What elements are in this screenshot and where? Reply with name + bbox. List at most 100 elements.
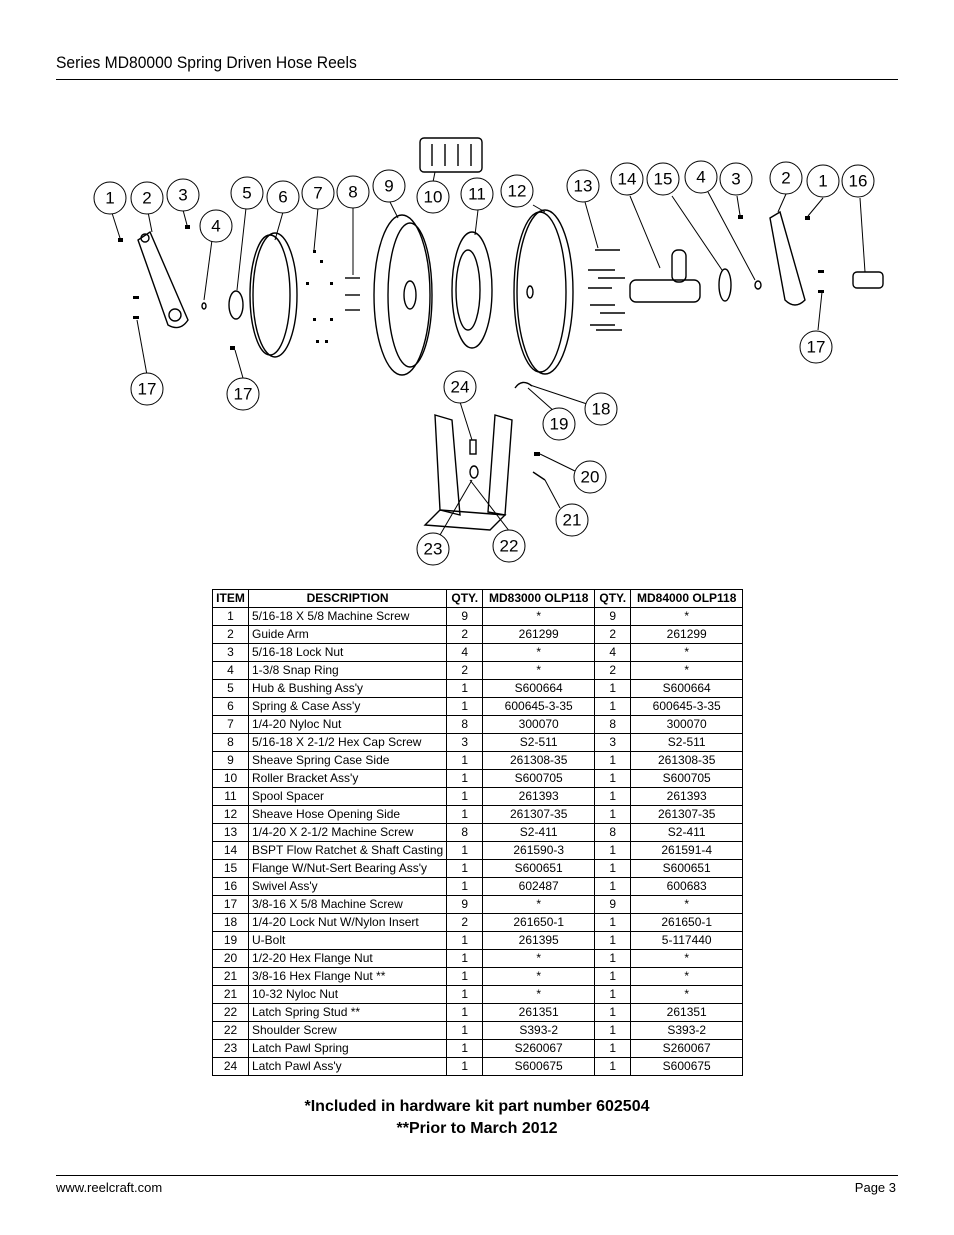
item-cell: 12 [212, 805, 249, 824]
qty-md83000-cell: 1 [446, 859, 484, 878]
part-md83000-cell: 300070 [482, 715, 596, 734]
part-md84000-cell: * [630, 661, 744, 680]
part-md84000-cell: 261591-4 [630, 841, 744, 860]
prior-date-note: **Prior to March 2012 [396, 1120, 558, 1137]
part-md83000-cell: 261393 [482, 787, 596, 806]
qty-md83000-cell: 1 [446, 1021, 484, 1040]
part-md84000-cell: S2-511 [630, 733, 744, 752]
part-md83000-cell: S600705 [482, 769, 596, 788]
parts-list-table: ITEM DESCRIPTION QTY. MD83000 OLP118 QTY… [212, 589, 744, 1076]
qty-md83000-cell: 1 [446, 679, 484, 698]
callout-item-21: 21 [555, 503, 589, 537]
description-cell: Swivel Ass'y [247, 877, 448, 896]
item-cell: 9 [212, 751, 249, 770]
part-md84000-cell: * [630, 895, 744, 914]
part-md83000-cell: 261650-1 [482, 913, 596, 932]
description-cell: Hub & Bushing Ass'y [247, 679, 448, 698]
description-cell: Latch Pawl Spring [247, 1039, 448, 1058]
part-md84000-cell: * [630, 643, 744, 662]
part-md84000-cell: S600705 [630, 769, 744, 788]
qty-md84000-cell: 2 [594, 625, 632, 644]
part-md83000-cell: 261308-35 [482, 751, 596, 770]
qty-md84000-cell: 8 [594, 823, 632, 842]
item-cell: 18 [212, 913, 249, 932]
part-md83000-cell: 261299 [482, 625, 596, 644]
qty-md84000-cell: 1 [594, 1021, 632, 1040]
callout-item-11: 11 [460, 177, 494, 211]
qty-md84000-cell: 1 [594, 805, 632, 824]
part-md84000-cell: 300070 [630, 715, 744, 734]
qty-md83000-cell: 8 [446, 823, 484, 842]
svg-text:22: 22 [500, 537, 519, 556]
part-md83000-cell: * [482, 643, 596, 662]
table-header-row: ITEM DESCRIPTION QTY. MD83000 OLP118 QTY… [212, 589, 744, 608]
description-cell: U-Bolt [247, 931, 448, 950]
callout-item-3b: 3 [719, 162, 753, 196]
qty-md84000-cell: 1 [594, 841, 632, 860]
qty-md84000-cell: 3 [594, 733, 632, 752]
svg-text:10: 10 [424, 188, 443, 207]
description-cell: Latch Pawl Ass'y [247, 1057, 448, 1076]
svg-text:1: 1 [818, 172, 827, 191]
page-title: Series MD80000 Spring Driven Hose Reels [56, 53, 357, 72]
callout-item-9: 9 [372, 169, 406, 203]
description-cell: 1/4-20 X 2-1/2 Machine Screw [247, 823, 448, 842]
description-cell: 5/16-18 X 5/8 Machine Screw [247, 607, 448, 626]
qty-md84000-cell: 1 [594, 877, 632, 896]
part-md83000-cell: * [482, 985, 596, 1004]
qty-md83000-cell: 1 [446, 877, 484, 896]
description-cell: Flange W/Nut-Sert Bearing Ass'y [247, 859, 448, 878]
part-md84000-cell: * [630, 949, 744, 968]
part-md83000-cell: * [482, 949, 596, 968]
callout-item-5: 5 [230, 176, 264, 210]
svg-text:23: 23 [424, 540, 443, 559]
callout-item-17c: 17 [799, 330, 833, 364]
part-md84000-cell: S260067 [630, 1039, 744, 1058]
svg-text:11: 11 [468, 185, 486, 204]
description-cell: 3/8-16 X 5/8 Machine Screw [247, 895, 448, 914]
part-md83000-cell: * [482, 607, 596, 626]
qty-md83000-cell: 4 [446, 643, 484, 662]
description-cell: Guide Arm [247, 625, 448, 644]
svg-text:21: 21 [563, 511, 582, 530]
svg-text:2: 2 [142, 189, 151, 208]
footer-rule [56, 1175, 898, 1176]
description-cell: 1-3/8 Snap Ring [247, 661, 448, 680]
qty-md83000-cell: 9 [446, 607, 484, 626]
part-md84000-cell: S600651 [630, 859, 744, 878]
callout-item-22: 22 [492, 529, 526, 563]
leader-lines [111, 171, 866, 536]
svg-text:19: 19 [550, 415, 569, 434]
svg-text:3: 3 [178, 186, 187, 205]
qty-md83000-cell: 3 [446, 733, 484, 752]
item-cell: 17 [212, 895, 249, 914]
part-md84000-cell: 261307-35 [630, 805, 744, 824]
qty-md83000-cell: 1 [446, 697, 484, 716]
callout-item-2: 2 [130, 181, 164, 215]
description-cell: 3/8-16 Hex Flange Nut ** [247, 967, 448, 986]
part-md84000-cell: S393-2 [630, 1021, 744, 1040]
callout-item-13: 13 [566, 169, 600, 203]
item-cell: 19 [212, 931, 249, 950]
qty-md83000-cell: 2 [446, 913, 484, 932]
description-cell: Spool Spacer [247, 787, 448, 806]
description-cell: Sheave Hose Opening Side [247, 805, 448, 824]
part-md83000-cell: S2-511 [482, 733, 596, 752]
description-cell: Sheave Spring Case Side [247, 751, 448, 770]
svg-text:17: 17 [807, 338, 826, 357]
item-cell: 8 [212, 733, 249, 752]
qty-md84000-cell: 9 [594, 895, 632, 914]
description-cell: Latch Spring Stud ** [247, 1003, 448, 1022]
svg-text:3: 3 [731, 170, 740, 189]
